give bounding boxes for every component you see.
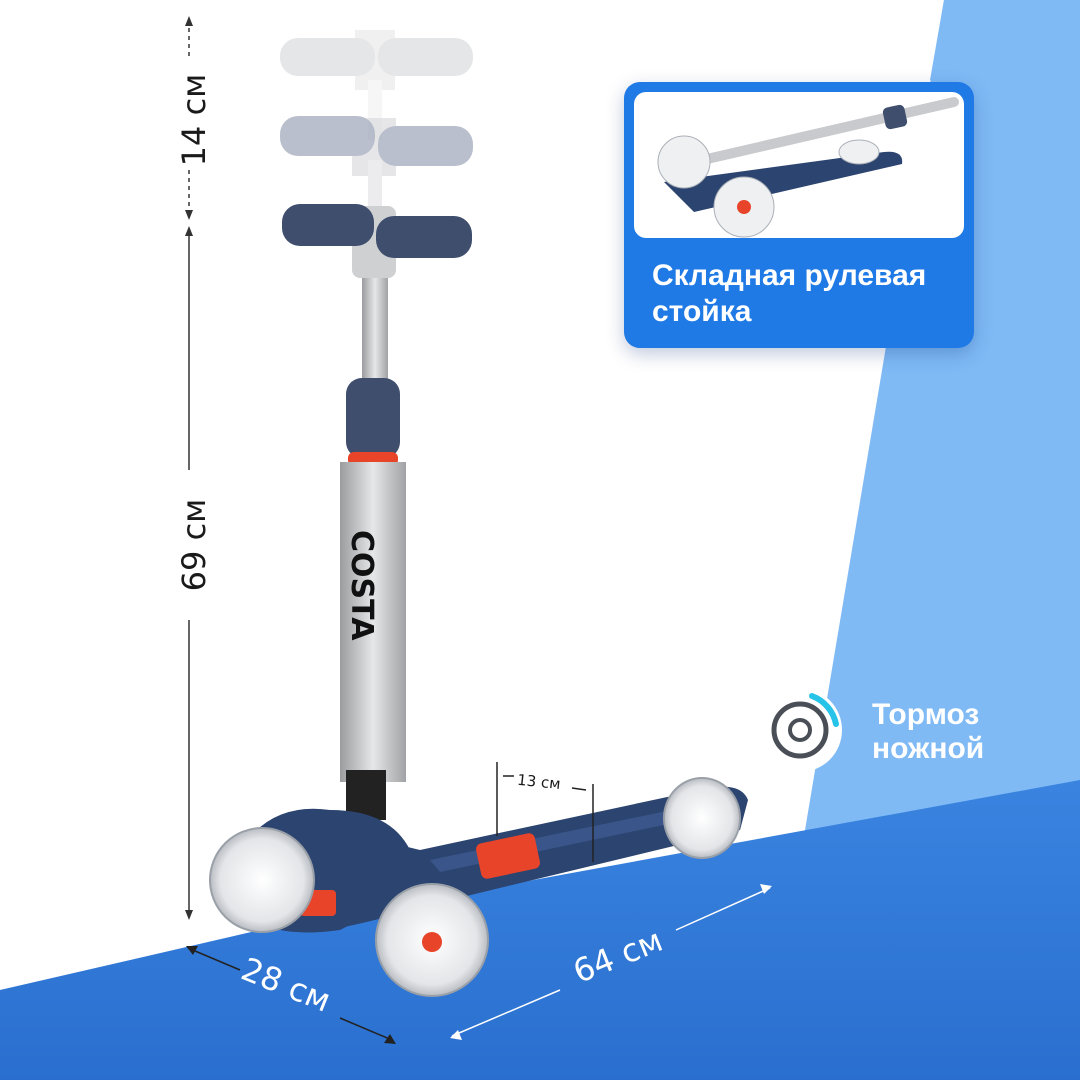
dim-69-label: 69 см xyxy=(175,499,213,592)
brake-feature-label: Тормоз ножной xyxy=(872,698,1012,766)
front-right-hub xyxy=(422,932,442,952)
floor-panel xyxy=(0,780,1080,1080)
dimension-64cm xyxy=(450,884,772,1040)
dim-13-label: 13 см xyxy=(516,771,561,793)
wheel-brake-icon xyxy=(758,688,842,772)
light-blue-band xyxy=(930,0,1080,80)
clamp xyxy=(346,378,400,458)
handlebar xyxy=(282,204,472,278)
brand-logo: COSTA xyxy=(344,530,379,641)
dimension-69cm xyxy=(185,226,193,920)
dim-14-label: 14 см xyxy=(175,74,213,167)
ghost-handlebar-mid xyxy=(280,116,473,220)
folding-feature-label: Складная рулевая стойка xyxy=(652,259,927,328)
ghost-handlebar-top xyxy=(280,30,473,140)
dimension-14cm xyxy=(185,16,193,220)
folded-scooter-photo xyxy=(634,92,964,238)
dimension-28cm xyxy=(186,946,396,1044)
brake-label-text: Тормоз ножной xyxy=(872,698,985,765)
rear-wheel xyxy=(663,777,741,859)
front-left-wheel xyxy=(209,827,315,933)
deck-sticker xyxy=(476,833,540,879)
dimension-13cm xyxy=(496,762,594,862)
folding-feature-card: Складная рулевая стойка xyxy=(624,82,974,348)
lower-stem xyxy=(340,462,406,782)
